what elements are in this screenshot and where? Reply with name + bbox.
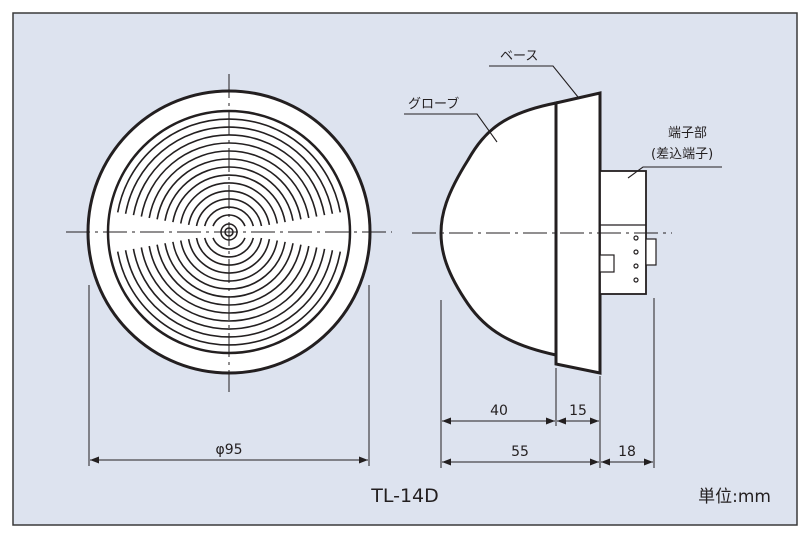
terminal-label-line1: 端子部 — [668, 126, 707, 141]
arrowhead — [590, 417, 599, 425]
terminal-tab — [645, 238, 657, 266]
arrowhead — [442, 458, 451, 466]
grille-arc — [203, 237, 255, 258]
callouts: ベース グローブ 端子部 (差込端子) — [404, 49, 722, 179]
model-name: TL-14D — [370, 485, 439, 507]
arrowhead — [601, 458, 610, 466]
arrowhead — [442, 417, 451, 425]
terminal-leader — [627, 166, 722, 179]
side-view — [412, 91, 672, 375]
arrowhead — [546, 417, 555, 425]
base-depth-dim-label: 15 — [569, 403, 587, 419]
arrowhead — [90, 456, 99, 464]
arrowhead — [557, 417, 566, 425]
arrowhead — [359, 456, 368, 464]
globe-label: グローブ — [408, 96, 459, 112]
terminal-screw — [633, 249, 639, 255]
terminal-label-line2: (差込端子) — [651, 147, 713, 162]
grille-arc — [140, 247, 318, 322]
terminal-screw — [633, 263, 639, 269]
diameter-dim-label: φ95 — [215, 442, 242, 458]
globe-depth-dim-label: 40 — [490, 403, 508, 419]
terminal-insert-slot — [599, 254, 615, 273]
arrowhead — [590, 458, 599, 466]
base-leader — [489, 65, 579, 98]
terminal-screw — [633, 235, 639, 241]
body-depth-dim-label: 55 — [511, 444, 529, 460]
arrowhead — [644, 458, 653, 466]
dimensions: φ95 40 15 55 18 — [88, 285, 655, 468]
grille-arc — [172, 174, 286, 223]
grille-arc — [212, 237, 246, 250]
unit-label: 単位:mm — [698, 487, 771, 507]
base-label: ベース — [500, 49, 538, 64]
terminal-depth-dim-label: 18 — [618, 444, 636, 460]
grille-arc — [132, 248, 326, 330]
front-view — [66, 74, 392, 392]
grille-arc — [179, 182, 279, 224]
terminal-screw — [633, 277, 639, 283]
globe-leader — [404, 113, 498, 143]
